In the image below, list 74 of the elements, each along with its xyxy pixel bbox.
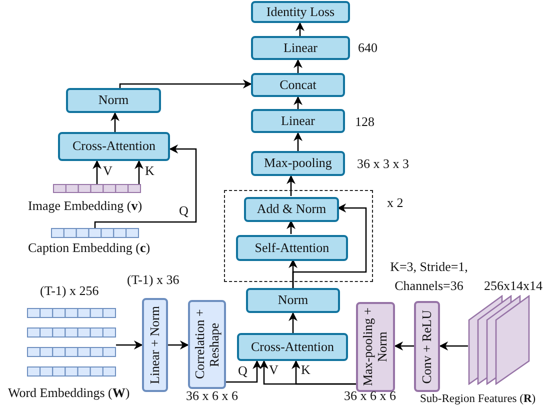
annotation-text: Word Embeddings (W) — [8, 385, 130, 401]
arrow — [292, 204, 367, 288]
arrow — [296, 22, 304, 36]
process-box — [251, 151, 345, 176]
arrow — [92, 160, 102, 184]
embedding-vector-drawing — [53, 184, 141, 193]
node-label: Identity Loss — [266, 4, 335, 20]
arrow — [439, 342, 468, 350]
annotation-text: 36 x 3 x 3 — [357, 156, 409, 172]
arrow — [226, 360, 262, 383]
node-label: Linear — [281, 114, 315, 128]
process-box — [237, 333, 348, 361]
edge-label: V — [268, 363, 280, 376]
arrow — [286, 175, 296, 196]
node-label: Norm — [98, 93, 129, 108]
node-label: Add & Norm — [256, 202, 326, 217]
node-label: Concat — [280, 78, 316, 92]
node-label: Cross-Attention — [250, 340, 334, 354]
arrow — [119, 80, 252, 88]
annotation-text: K=3, Stride=1, Channels=36 — [389, 258, 469, 295]
edge-label: V — [102, 164, 114, 177]
arrow — [134, 160, 144, 184]
arrow — [110, 112, 120, 132]
process-box — [251, 36, 350, 60]
annotation-text: 256x14x14 — [484, 278, 542, 294]
node-label: Self-Attention — [254, 240, 330, 256]
edge-label: K — [144, 164, 156, 177]
edge-label: Q — [237, 364, 248, 377]
node-label: Max-pooling + Norm — [361, 306, 390, 388]
embedding-rows-drawing — [27, 308, 116, 377]
annotation-text: 36 x 6 x 6 — [186, 388, 238, 404]
node-label: Correlation + Reshape — [192, 308, 222, 382]
annotation-text: 640 — [358, 40, 378, 56]
annotation-text: 36 x 6 x 6 — [344, 388, 396, 404]
arrow — [116, 340, 143, 350]
process-box — [246, 288, 340, 313]
feature-maps-drawing — [468, 295, 530, 385]
arrow — [288, 312, 298, 333]
arrow — [168, 340, 189, 350]
process-box — [66, 88, 161, 113]
node-label: Cross-Attention — [72, 139, 156, 154]
annotation-text: Caption Embedding (c) — [28, 240, 150, 256]
node-label: Linear + Norm — [148, 306, 162, 384]
process-box — [251, 1, 350, 23]
arrow — [286, 220, 296, 234]
node-label: Norm — [278, 293, 308, 308]
annotation-text: x 2 — [387, 195, 404, 211]
annotation-text: Image Embedding (v) — [28, 198, 142, 214]
arrow — [292, 360, 356, 385]
process-box — [356, 302, 395, 392]
process-box — [188, 300, 226, 389]
process-box — [251, 109, 345, 133]
arrow — [294, 132, 302, 151]
process-box — [142, 298, 168, 392]
dashed-group-box — [224, 190, 373, 282]
edge-label: Q — [178, 204, 190, 217]
process-box — [236, 235, 348, 261]
node-label: Max-pooling — [264, 156, 332, 171]
annotation-text: (T-1) x 36 — [127, 272, 180, 288]
caption-text: Sub-Region Features (R) — [420, 393, 536, 405]
process-box — [244, 197, 339, 222]
arrow — [394, 342, 414, 350]
process-box — [58, 132, 170, 161]
process-box — [251, 73, 345, 97]
arrow — [294, 59, 302, 73]
embedding-vector-drawing — [51, 228, 139, 238]
node-label: Conv + ReLU — [420, 310, 434, 384]
arrow — [94, 144, 197, 228]
arrow — [294, 96, 302, 109]
node-label: Linear — [284, 40, 318, 56]
annotation-text: 128 — [355, 114, 374, 130]
annotation-text: (T-1) x 256 — [40, 283, 99, 299]
process-box — [414, 301, 440, 392]
edge-label: K — [300, 363, 312, 376]
